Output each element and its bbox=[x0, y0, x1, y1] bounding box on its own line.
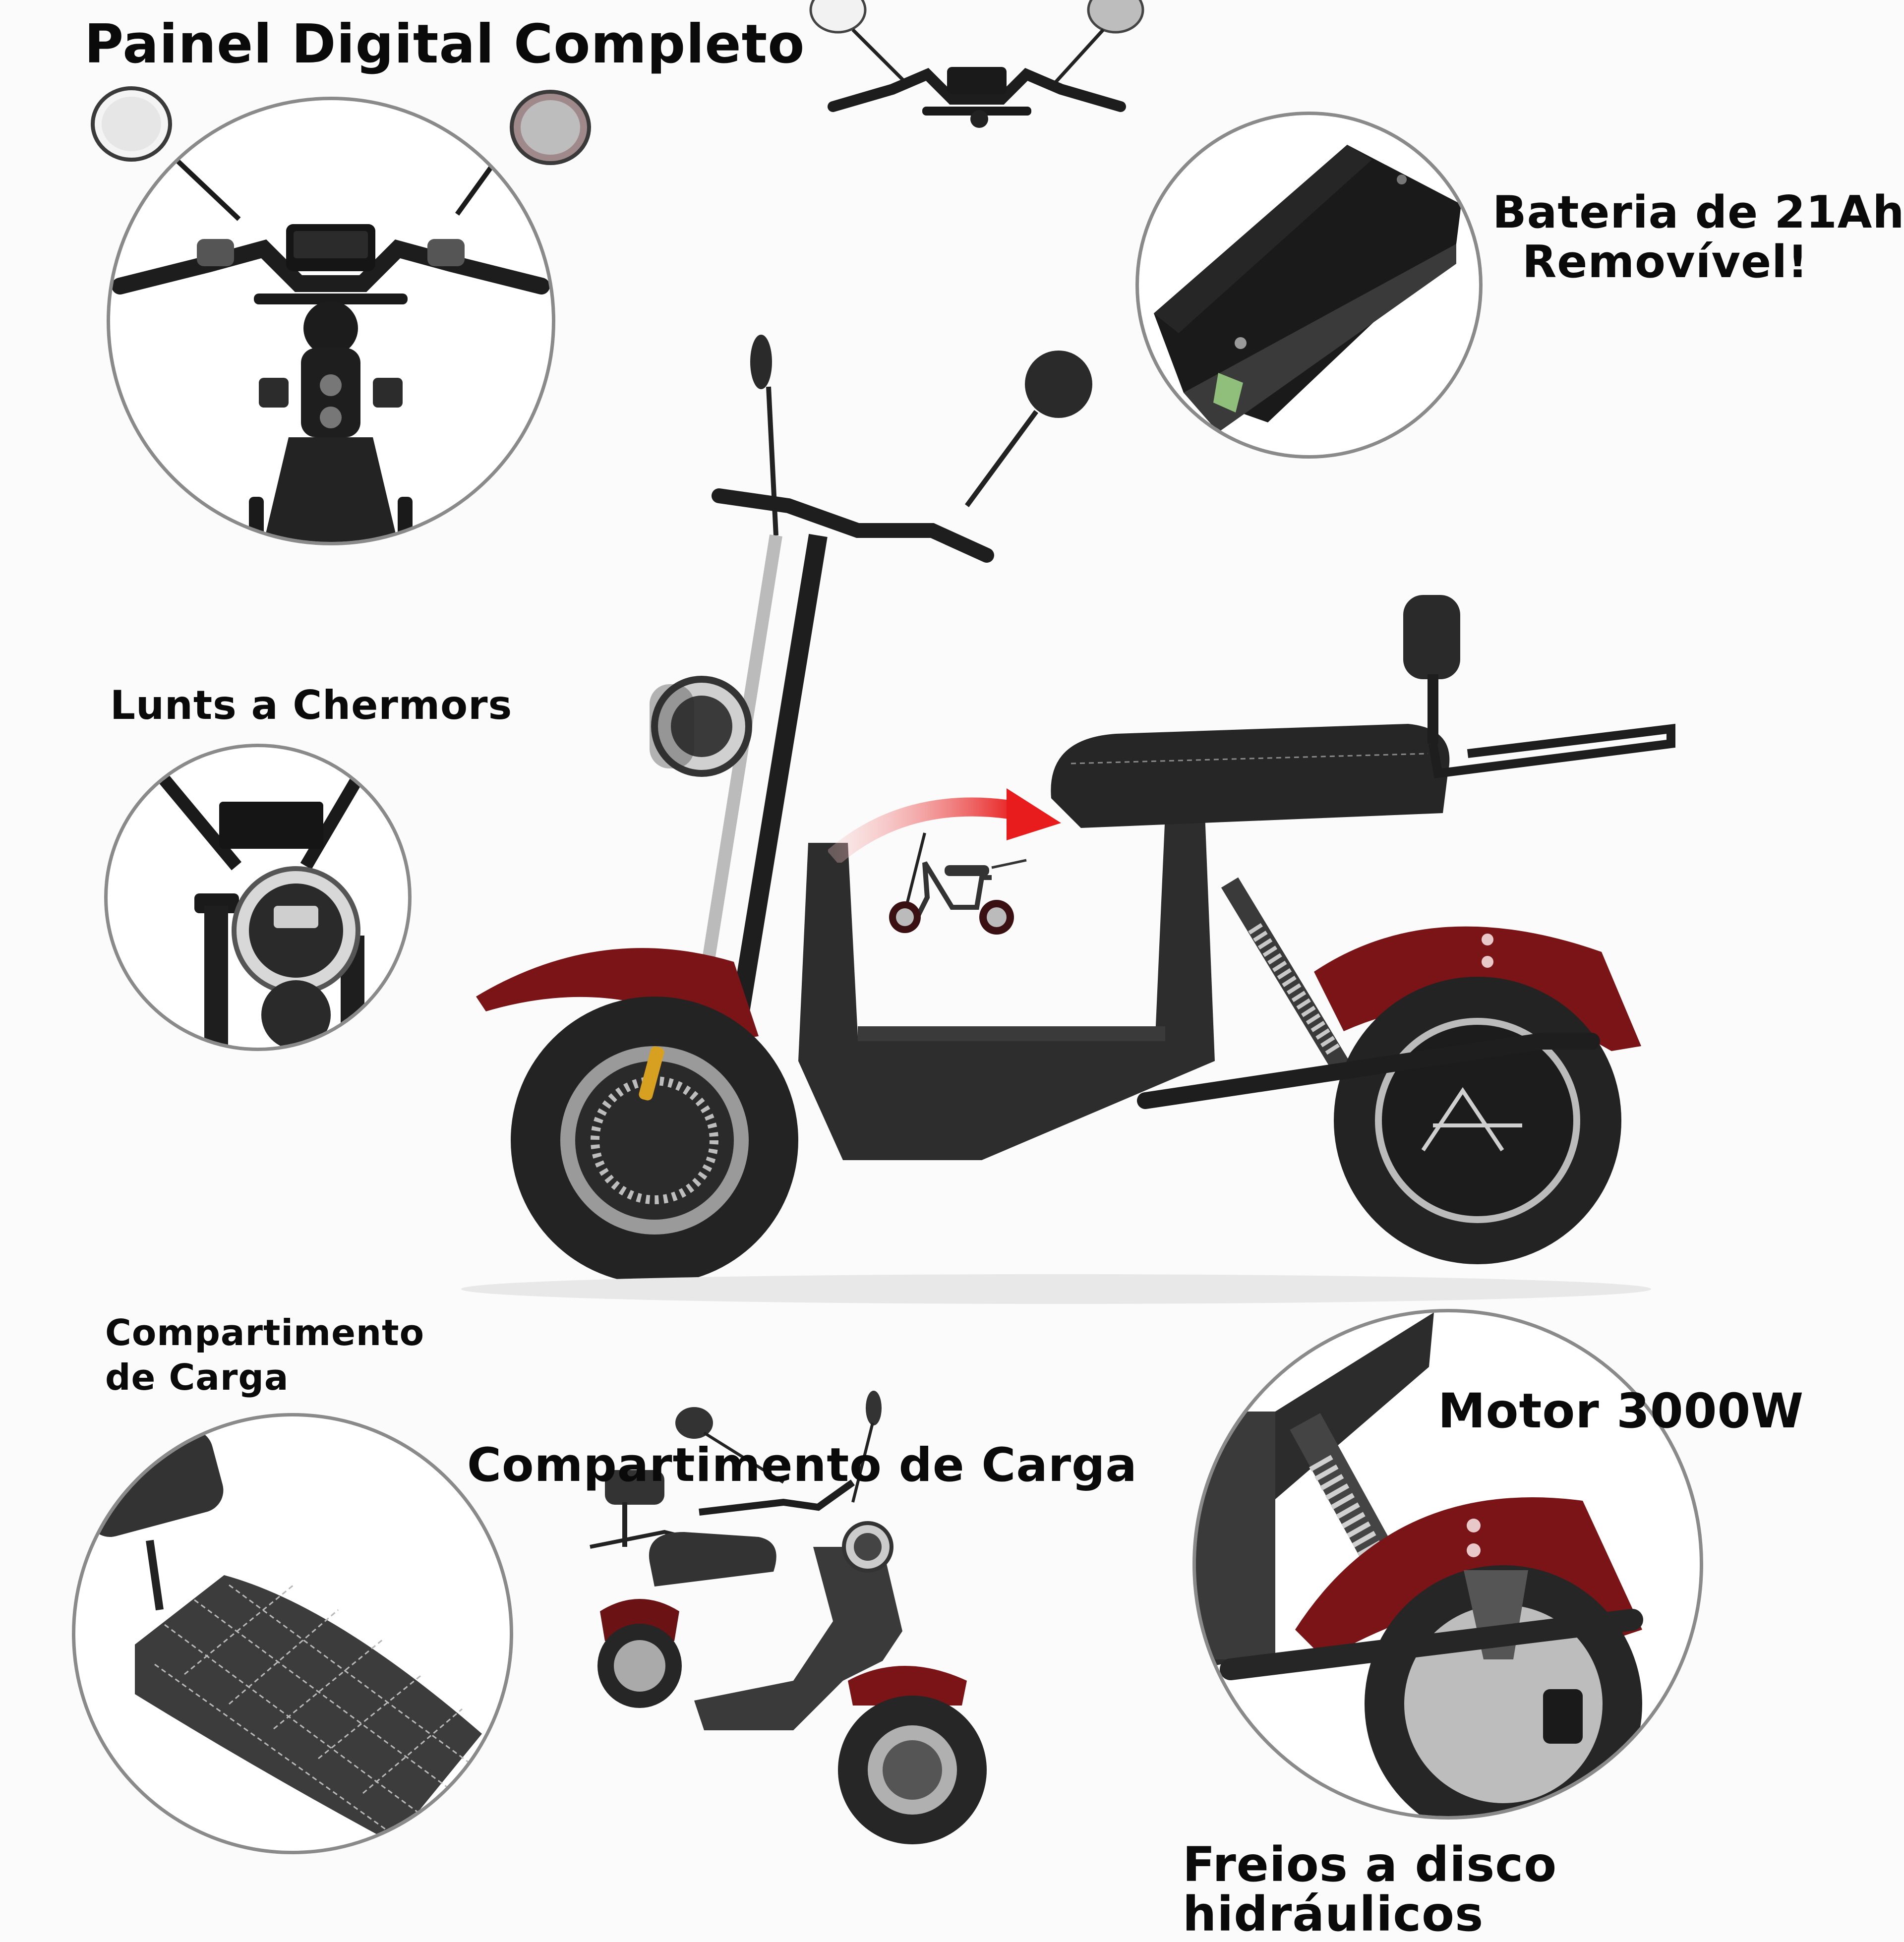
seat-detail-circle bbox=[72, 1413, 513, 1854]
callout-lights-title: Lunts a Chermors bbox=[110, 682, 513, 728]
seat-backrest-icon bbox=[77, 1429, 482, 1843]
callout-motor-title: Motor 3000W bbox=[1438, 1383, 1804, 1439]
callout-brakes-line1: Freios a disco bbox=[1183, 1837, 1557, 1892]
headlight-detail-circle bbox=[104, 744, 412, 1051]
inset-small-scooter-icon bbox=[878, 818, 1041, 937]
callout-cargo-small-line2: de Carga bbox=[105, 1356, 289, 1398]
mirror-left-icon bbox=[87, 82, 176, 166]
mirror-right-icon bbox=[506, 85, 595, 170]
callout-battery-line1: Bateria de 21Ah bbox=[1492, 186, 1904, 238]
callout-dashboard-title: Painel Digital Completo bbox=[84, 13, 805, 75]
dashboard-detail-circle bbox=[107, 97, 555, 545]
callout-cargo-small-line1: Compartimento bbox=[105, 1312, 425, 1354]
battery-pack-icon bbox=[1154, 145, 1461, 432]
battery-detail-circle bbox=[1135, 112, 1483, 459]
handlebar-top-image bbox=[803, 0, 1150, 129]
cargo-scooter-image bbox=[585, 1383, 1012, 1859]
callout-battery-line2: Removível! bbox=[1522, 236, 1809, 288]
callout-cargo-center-title: Compartimento de Carga bbox=[467, 1438, 1137, 1492]
main-scooter-image bbox=[412, 317, 1701, 1309]
headlight-icon bbox=[157, 772, 364, 1048]
handlebar-front-view-icon bbox=[112, 123, 550, 542]
red-curved-arrow-icon bbox=[828, 773, 1076, 863]
callout-brakes-line2: hidráulicos bbox=[1183, 1886, 1484, 1942]
